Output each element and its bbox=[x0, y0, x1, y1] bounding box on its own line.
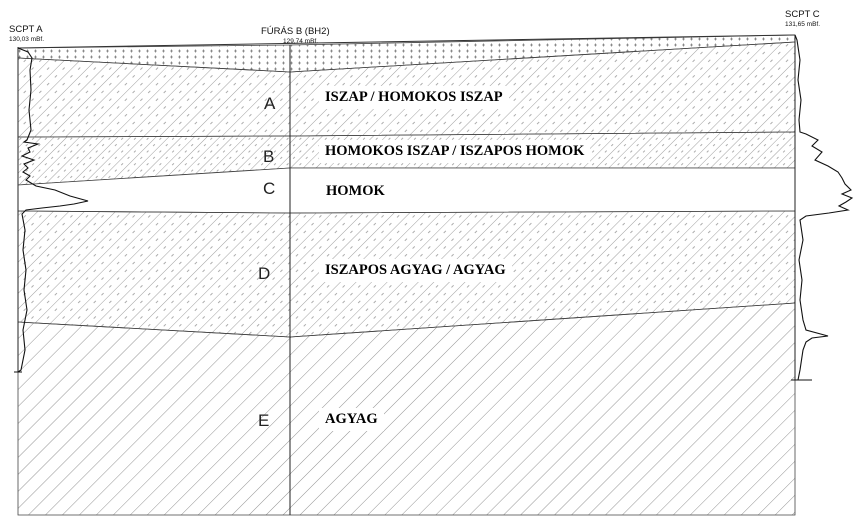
layer-d-letter: D bbox=[258, 264, 271, 283]
layer-e-area bbox=[17, 302, 796, 516]
borehole-a-name: SCPT A bbox=[9, 24, 43, 35]
scpt-c-log bbox=[794, 34, 854, 381]
layer-a-letter: A bbox=[264, 94, 276, 113]
scpt-a-log bbox=[17, 47, 89, 373]
layer-e-letter: E bbox=[258, 411, 270, 430]
borehole-b-elevation: 129,74 mBf. bbox=[283, 38, 319, 45]
layer-a-label: ISZAP / HOMOKOS ISZAP bbox=[319, 86, 509, 109]
layer-b-label: HOMOKOS ISZAP / ISZAPOS HOMOK bbox=[319, 140, 591, 163]
borehole-b-name: FÚRÁS B (BH2) bbox=[261, 26, 330, 37]
layer-d-label: ISZAPOS AGYAG / AGYAG bbox=[319, 259, 512, 282]
layer-b-letter: B bbox=[263, 147, 275, 166]
layer-e-label: AGYAG bbox=[319, 408, 384, 431]
borehole-a-elevation: 130,03 mBf. bbox=[9, 36, 45, 43]
borehole-c-name: SCPT C bbox=[785, 9, 820, 20]
layer-c-letter: C bbox=[263, 179, 276, 198]
layer-c-label: HOMOK bbox=[320, 180, 391, 203]
borehole-c-elevation: 131,65 mBf. bbox=[785, 21, 821, 28]
